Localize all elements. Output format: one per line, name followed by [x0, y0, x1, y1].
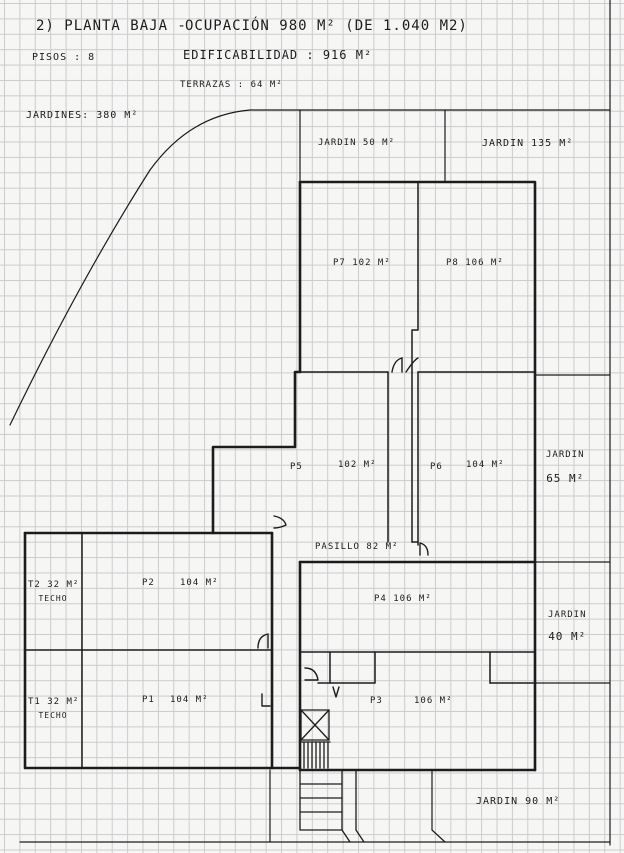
unit-p1-area: 104 M² — [170, 695, 209, 705]
garden-label-50: JARDIN 50 M² — [318, 138, 396, 148]
edificabilidad-note: EDIFICABILIDAD : 916 M² — [183, 48, 373, 62]
terrace-t2-sub: TECHO — [38, 594, 68, 603]
elevator-shaft — [300, 709, 330, 741]
corridor-label: PASILLO 82 M² — [315, 542, 399, 552]
door-p4 — [304, 667, 319, 681]
door-p1 — [261, 693, 271, 707]
terrace-t2-area: T2 32 M² — [28, 580, 80, 590]
building-outline — [23, 180, 537, 772]
garden-label-135: JARDIN 135 M² — [482, 138, 574, 149]
garden-label-90: JARDIN 90 M² — [476, 796, 561, 807]
door-p7 — [391, 357, 403, 373]
stair-core — [299, 709, 365, 843]
unit-p2-name: P2 — [142, 578, 155, 588]
terrace-t1-sub: TECHO — [38, 711, 68, 720]
terrace-t1-area: T1 32 M² — [28, 697, 80, 707]
curved-site-edge — [9, 109, 251, 426]
unit-p3-area: 106 M² — [414, 696, 453, 706]
garden-label-40: JARDIN 40 M² — [548, 608, 587, 644]
site-boundary — [9, 0, 611, 846]
unit-p8-label: P8 106 M² — [446, 258, 504, 268]
garden-40-area: 40 M² — [548, 630, 587, 643]
door-symbols — [257, 357, 429, 707]
terrazas-note: TERRAZAS : 64 M² — [180, 80, 283, 90]
plan-title: 2) PLANTA BAJA - — [36, 18, 187, 34]
door-p2 — [257, 633, 269, 649]
pisos-note: PISOS : 8 — [32, 52, 96, 63]
garden-65-name: JARDIN — [546, 450, 585, 460]
unit-p4-label: P4 106 M² — [374, 594, 432, 604]
door-p3 — [332, 686, 340, 698]
door-p5 — [273, 515, 287, 529]
ocupacion-note: OCUPACIÓN 980 M² (DE 1.040 M2) — [185, 18, 468, 34]
garden-label-65: JARDIN 65 M² — [546, 448, 585, 486]
unit-p6-name: P6 — [430, 462, 443, 472]
unit-p3-name: P3 — [370, 696, 383, 706]
unit-p7-label: P7 102 M² — [333, 258, 391, 268]
unit-p5-area: 102 M² — [338, 460, 377, 470]
door-p6 — [419, 542, 429, 556]
terrace-t2-label: T2 32 M² TECHO — [28, 578, 78, 606]
unit-p6-area: 104 M² — [466, 460, 505, 470]
terrace-t1-label: T1 32 M² TECHO — [28, 695, 78, 723]
interior-walls — [24, 181, 536, 769]
jardines-note: JARDINES: 380 M² — [26, 110, 139, 121]
unit-p2-area: 104 M² — [180, 578, 219, 588]
garden-40-name: JARDIN — [548, 610, 587, 620]
unit-p5-name: P5 — [290, 462, 303, 472]
unit-p1-name: P1 — [142, 695, 155, 705]
garden-65-area: 65 M² — [546, 472, 585, 485]
